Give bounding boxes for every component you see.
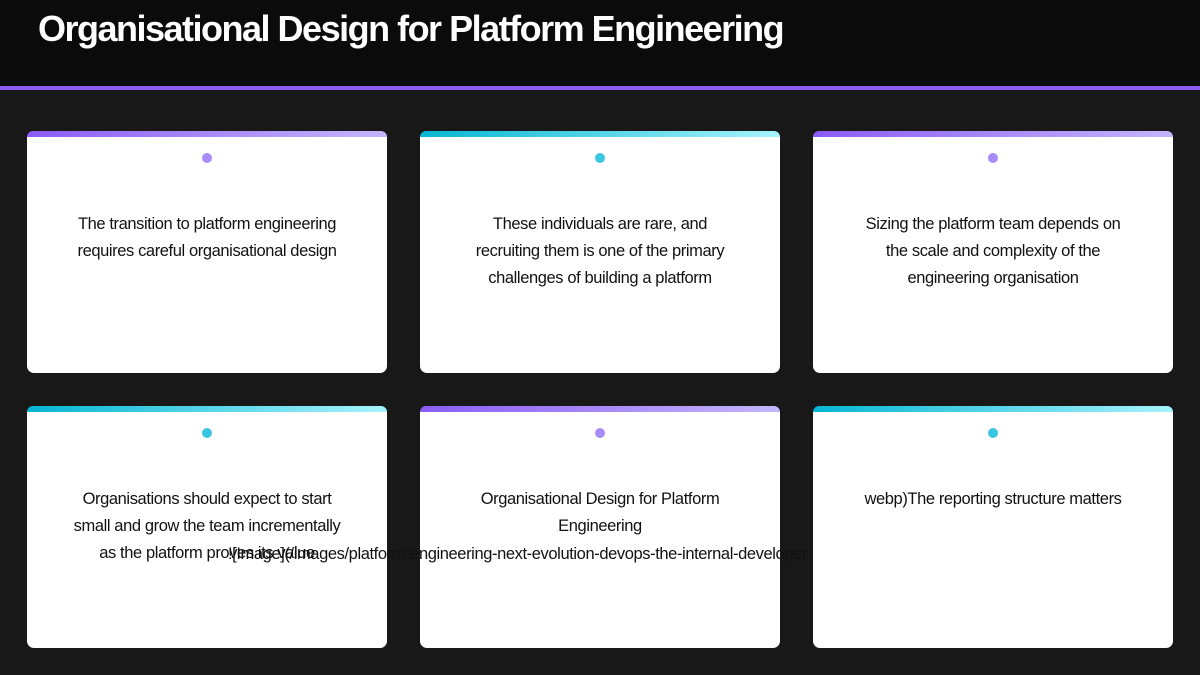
- content-card: Organisations should expect to start sma…: [27, 406, 387, 648]
- bullet-dot-icon: [595, 428, 605, 438]
- card-accent-bar: [420, 406, 780, 412]
- content-card: Organisational Design for Platform Engin…: [420, 406, 780, 648]
- card-text: These individuals are rare, and recruiti…: [475, 215, 725, 287]
- content-card: These individuals are rare, and recruiti…: [420, 131, 780, 373]
- card-text: Organisational Design for Platform Engin…: [480, 490, 720, 535]
- bullet-dot-icon: [988, 428, 998, 438]
- card-text: webp)The reporting structure matters: [864, 490, 1122, 508]
- card-accent-bar: [813, 406, 1173, 412]
- card-accent-bar: [420, 131, 780, 137]
- content-card: Sizing the platform team depends on the …: [813, 131, 1173, 373]
- card-text: Sizing the platform team depends on the …: [865, 215, 1121, 287]
- card-accent-bar: [27, 131, 387, 137]
- card-accent-bar: [27, 406, 387, 412]
- bullet-dot-icon: [988, 153, 998, 163]
- slide-header: Organisational Design for Platform Engin…: [0, 0, 1200, 86]
- overflowing-markdown-text: ![Image](/images/platform-engineering-ne…: [228, 545, 808, 563]
- card-text: The transition to platform engineering r…: [77, 215, 337, 260]
- slide-title: Organisational Design for Platform Engin…: [38, 8, 785, 49]
- bullet-dot-icon: [595, 153, 605, 163]
- bullet-dot-icon: [202, 428, 212, 438]
- card-accent-bar: [813, 131, 1173, 137]
- header-divider: [0, 86, 1200, 90]
- content-card: webp)The reporting structure matters: [813, 406, 1173, 648]
- content-card: The transition to platform engineering r…: [27, 131, 387, 373]
- bullet-dot-icon: [202, 153, 212, 163]
- card-text: Organisations should expect to start sma…: [73, 490, 341, 562]
